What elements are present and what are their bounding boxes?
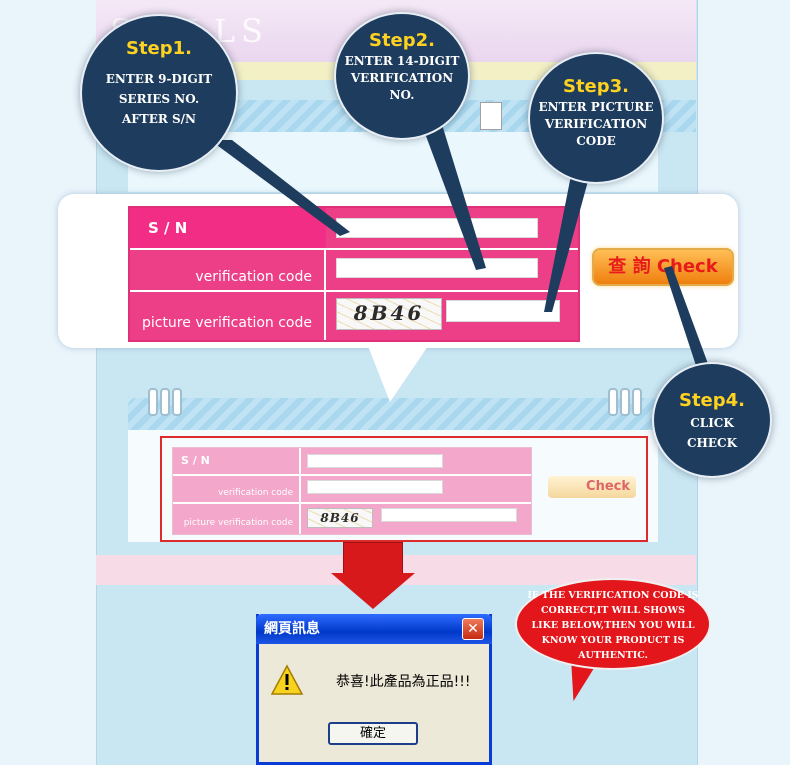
step2-pointer: [420, 118, 486, 270]
binder-ring-icon: [172, 388, 182, 416]
warning-icon: [270, 664, 304, 695]
small-picture-label: picture verification code: [173, 504, 299, 534]
step2-bubble: Step2. Enter 14-digit verification no.: [334, 12, 470, 140]
step2-description: Enter 14-digit verification no.: [344, 54, 460, 102]
binder-ring-icon: [160, 388, 170, 416]
small-sn-cell: [301, 448, 531, 474]
small-sn-label: S / N: [173, 448, 299, 474]
form-row-picture: picture verification code 8B46: [130, 292, 578, 340]
note-text: If the verification code is correct,it w…: [527, 590, 699, 661]
callout-panel-tail: [368, 346, 428, 402]
binder-ring-icon: [148, 388, 158, 416]
small-picture-input[interactable]: [381, 508, 517, 522]
sn-label: S / N: [130, 208, 342, 248]
form-row-verification: verification code: [130, 250, 578, 290]
highlight-frame: [160, 436, 648, 542]
binder-ring-icon: [620, 388, 630, 416]
small-check-button[interactable]: Check: [548, 476, 636, 498]
picture-code-input[interactable]: [446, 300, 560, 322]
document-icon: [480, 102, 502, 130]
note-bubble: If the verification code is correct,it w…: [515, 578, 711, 670]
picture-field-cell: 8B46: [326, 292, 578, 340]
captcha-image: 8B46: [336, 298, 442, 330]
step3-number: Step3.: [562, 76, 630, 97]
step1-number: Step1.: [125, 38, 193, 59]
background-lower-bar: [128, 398, 658, 432]
verification-code-label: verification code: [130, 250, 324, 290]
picture-verification-label: picture verification code: [130, 292, 324, 340]
verification-code-input[interactable]: [336, 258, 538, 278]
form-row-sn: S / N: [130, 208, 578, 248]
small-verification-input[interactable]: [307, 480, 443, 494]
step3-bubble: Step3. Enter picture verification code: [528, 52, 664, 184]
step1-pointer: [210, 140, 350, 236]
verification-field-cell: [326, 250, 578, 290]
step1-bubble: Step1. Enter 9-digit series no. after S/…: [80, 14, 238, 172]
verification-form: S / N verification code picture verifica…: [128, 206, 580, 342]
small-verification-label: verification code: [173, 476, 299, 502]
small-verification-cell: [301, 476, 531, 502]
step2-number: Step2.: [368, 30, 436, 51]
step4-description: Click check: [686, 416, 737, 450]
step1-description: Enter 9-digit series no. after S/N: [105, 72, 213, 126]
close-button[interactable]: ✕: [462, 618, 484, 640]
small-verification-form: S / N verification code picture verifica…: [172, 447, 532, 535]
down-arrow-icon: [343, 542, 403, 576]
check-button[interactable]: 查 詢 Check: [592, 248, 734, 286]
step3-pointer: [544, 150, 596, 312]
small-captcha-image: 8B46: [307, 508, 373, 528]
dialog-title: 網頁訊息: [256, 614, 492, 644]
small-picture-cell: 8B46: [301, 504, 531, 534]
small-sn-input[interactable]: [307, 454, 443, 468]
step4-bubble: Step4. Click check: [652, 362, 772, 478]
down-arrow-head-icon: [331, 573, 415, 609]
step3-description: Enter picture verification code: [538, 100, 654, 148]
step4-number: Step4.: [678, 390, 746, 411]
dialog-message: 恭喜!此產品為正品!!!: [336, 674, 471, 690]
binder-ring-icon: [608, 388, 618, 416]
ok-button[interactable]: 確定: [328, 722, 418, 745]
step4-pointer: [664, 266, 714, 384]
binder-ring-icon: [632, 388, 642, 416]
